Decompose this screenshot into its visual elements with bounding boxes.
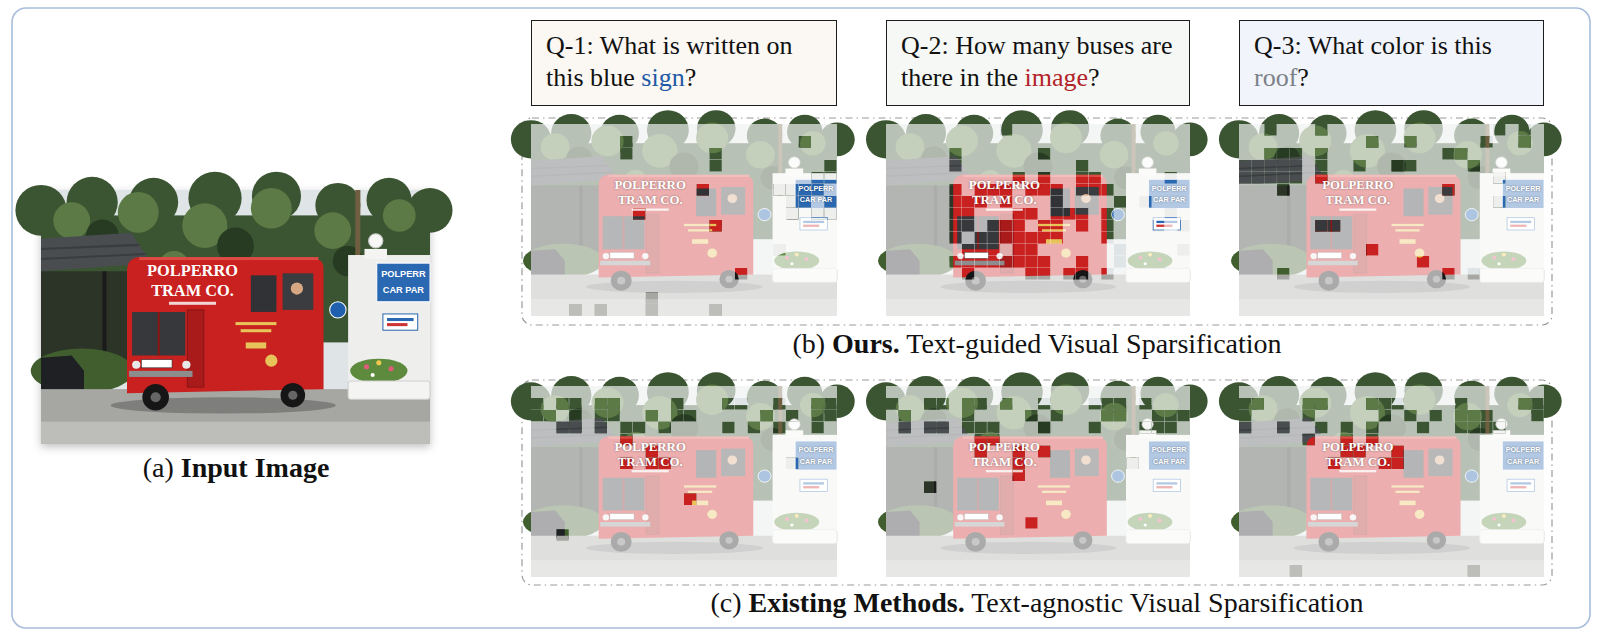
photo-sign-text: CAR PAR (800, 458, 832, 465)
photo-sign-text: POLPERRO (969, 441, 1040, 454)
scene-copy (511, 372, 855, 577)
outer-border (12, 8, 1590, 628)
sparsified-image (866, 372, 1208, 577)
image-frames (15, 110, 1561, 577)
photo-sign-text: POLPERR (381, 271, 426, 280)
photo-sign-text: CAR PAR (1153, 196, 1185, 203)
kept-tokens (866, 110, 1208, 316)
question-box: Q-1: What is written on this blue sign? (531, 20, 837, 106)
scene-copy (511, 372, 855, 577)
kept-tokens (511, 110, 855, 316)
fade-overlay (1239, 386, 1544, 577)
kept-tokens (866, 372, 1208, 577)
scene-copy (1219, 372, 1562, 577)
photo-sign-text: POLPERR (1152, 447, 1187, 454)
scene-copy (866, 110, 1208, 316)
caption-tag: (a) (143, 452, 181, 483)
photo-sign-text: POLPERRO (147, 263, 238, 279)
kept-tokens (511, 372, 855, 577)
photo-sign-text: POLPERR (799, 185, 834, 192)
photo-sign-text: POLPERRO (614, 179, 686, 192)
question-part: Q-3: What color is this (1254, 31, 1492, 60)
scene-copy (866, 110, 1208, 316)
panel-caption: (c) Existing Methods. Text-agnostic Visu… (710, 588, 1363, 619)
scene-copy (866, 372, 1208, 577)
question-part: ? (1297, 63, 1309, 92)
question-text: Q-3: What color is this roof? (1254, 30, 1529, 93)
caption-tag: (c) (710, 587, 748, 618)
sparsified-image (1219, 110, 1562, 316)
question-part: ? (685, 63, 697, 92)
photo-sign-text: TRAM CO. (1325, 194, 1390, 207)
photo-sign-text: TRAM CO. (972, 455, 1037, 468)
scene-copy (1219, 372, 1562, 577)
question-box: Q-2: How many buses are there in the ima… (886, 20, 1190, 106)
kept-tokens (1219, 110, 1562, 316)
photo-sign-text: TRAM CO. (972, 194, 1037, 207)
question-keyword: sign (641, 63, 684, 92)
photo-sign-text: POLPERR (1506, 185, 1541, 192)
photo-sign-text: TRAM CO. (151, 282, 234, 298)
sparsified-image (1219, 372, 1562, 577)
question-text: Q-1: What is written on this blue sign? (546, 30, 822, 93)
scene-copy (511, 110, 855, 316)
question-keyword: roof (1254, 63, 1297, 92)
photo-sign-text: CAR PAR (383, 286, 424, 295)
panel-caption: (b) Ours. Text-guided Visual Sparsificat… (792, 329, 1281, 360)
kept-tokens (1219, 372, 1562, 577)
photo-sign-text: TRAM CO. (618, 194, 683, 207)
photo-sign-text: POLPERRO (1322, 441, 1393, 454)
photo-sign-text: CAR PAR (1153, 458, 1185, 465)
caption-rest: Text-agnostic Visual Sparsification (965, 587, 1364, 618)
caption-tag: (b) (792, 328, 832, 359)
caption-bold: Existing Methods. (748, 587, 964, 618)
photo-sign-text: POLPERRO (1322, 179, 1393, 192)
photo-sign-text: POLPERR (1152, 185, 1187, 192)
sparsified-image (511, 110, 855, 316)
caption-bold: Ours. (832, 328, 900, 359)
panel-caption: (a) Input Image (143, 453, 330, 484)
question-part: ? (1088, 63, 1100, 92)
scene-copy (1219, 110, 1562, 316)
photo-sign-text: POLPERR (1506, 447, 1541, 454)
scene-copy (15, 172, 452, 444)
question-keyword: image (1024, 63, 1088, 92)
photo-sign-text: POLPERRO (614, 441, 686, 454)
caption-bold: Input Image (181, 452, 330, 483)
scene-copy (511, 110, 855, 316)
question-box: Q-3: What color is this roof? (1239, 20, 1544, 106)
photo-sign-text: POLPERR (799, 447, 834, 454)
photo-sign-text: CAR PAR (1507, 458, 1539, 465)
sparsified-image (866, 110, 1208, 316)
question-text: Q-2: How many buses are there in the ima… (901, 30, 1175, 93)
caption-rest: Text-guided Visual Sparsification (900, 328, 1282, 359)
photo-sign-text: TRAM CO. (1325, 455, 1390, 468)
photo-sign-text: CAR PAR (1507, 196, 1539, 203)
photo-sign-text: TRAM CO. (618, 455, 683, 468)
dashed-panel (522, 118, 1552, 325)
scene-copy (1219, 110, 1562, 316)
fade-overlay (531, 124, 837, 316)
sparsified-image (511, 372, 855, 577)
input-image (15, 172, 452, 444)
photo-sign-text: POLPERRO (969, 179, 1040, 192)
photo-sign-text: CAR PAR (800, 196, 832, 203)
scene-copy (866, 372, 1208, 577)
